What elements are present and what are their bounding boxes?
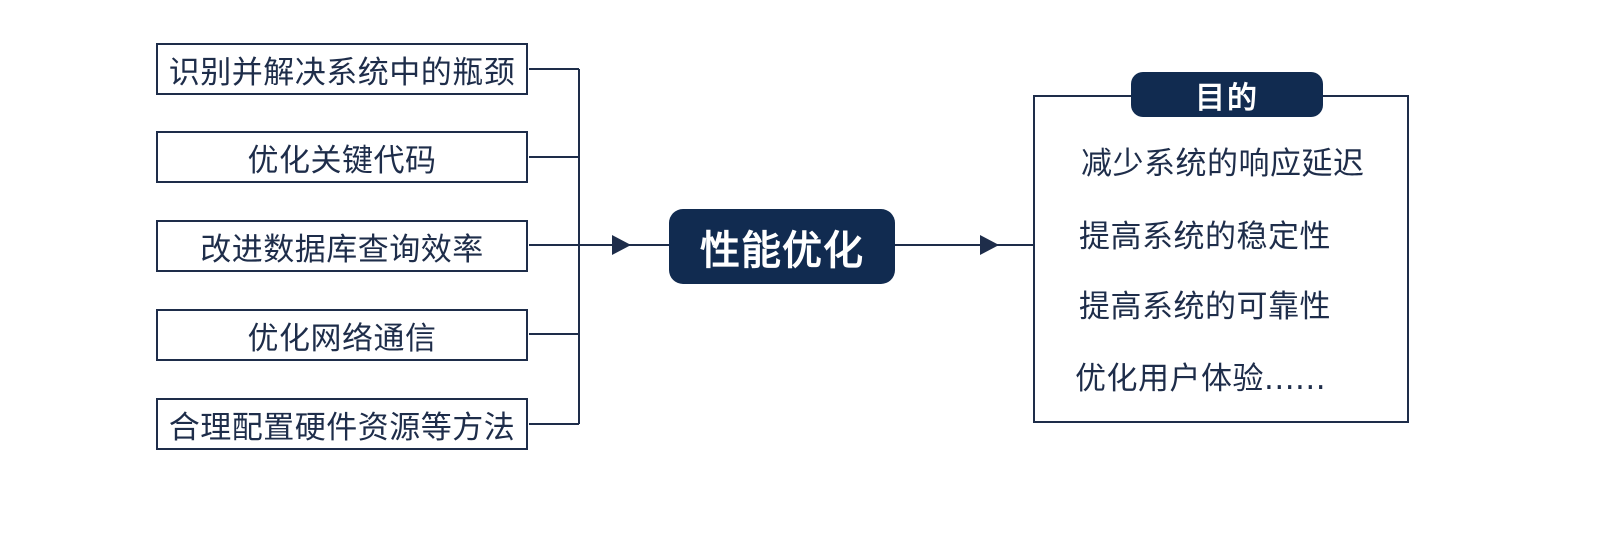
- center-node: 性能优化: [669, 209, 895, 284]
- purpose-title: 目的: [1195, 80, 1259, 116]
- method-label: 优化网络通信: [247, 320, 437, 357]
- method-label: 优化关键代码: [247, 142, 437, 179]
- purpose-item-3: 提高系统的可靠性: [1079, 289, 1331, 325]
- method-box-2: 优化关键代码: [156, 131, 528, 183]
- method-box-5: 合理配置硬件资源等方法: [156, 398, 528, 450]
- center-label: 性能优化: [700, 227, 864, 274]
- purpose-item-4: 优化用户体验......: [1075, 361, 1327, 397]
- purpose-title-tab: 目的: [1131, 72, 1323, 117]
- method-label: 合理配置硬件资源等方法: [168, 409, 516, 446]
- purpose-item-2: 提高系统的稳定性: [1079, 219, 1331, 255]
- method-label: 改进数据库查询效率: [200, 231, 484, 268]
- purpose-item-1: 减少系统的响应延迟: [1081, 146, 1365, 182]
- arrow-right-icon: [980, 235, 999, 255]
- method-box-1: 识别并解决系统中的瓶颈: [156, 43, 528, 95]
- arrow-right-icon: [612, 235, 631, 255]
- method-box-4: 优化网络通信: [156, 309, 528, 361]
- method-box-3: 改进数据库查询效率: [156, 220, 528, 272]
- method-label: 识别并解决系统中的瓶颈: [168, 54, 516, 91]
- purpose-box: [1033, 95, 1409, 423]
